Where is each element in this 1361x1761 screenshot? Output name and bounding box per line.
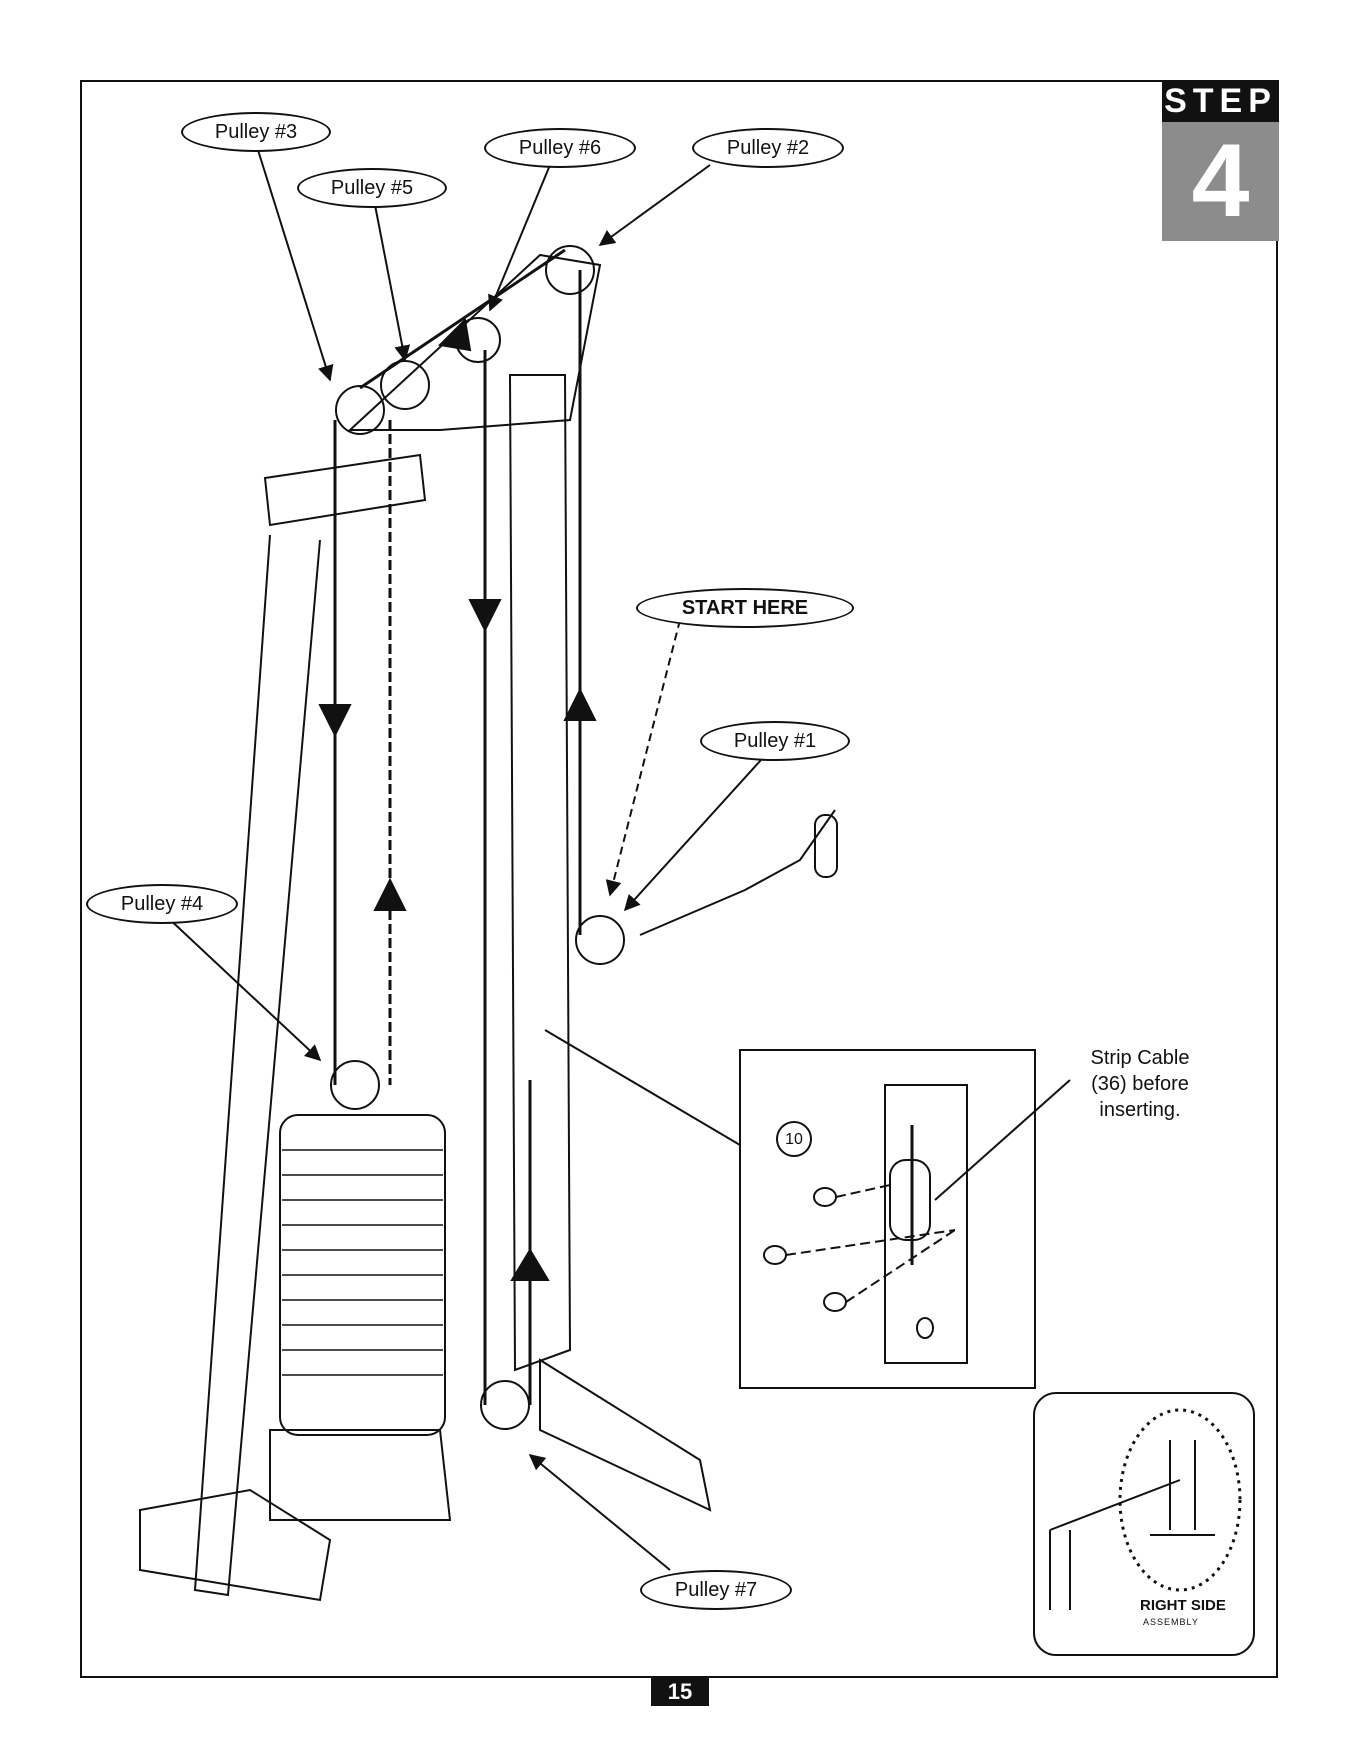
start-here-callout: START HERE [636, 588, 854, 628]
part-number-callout: 10 [776, 1121, 812, 1157]
pulley-5-callout: Pulley #5 [297, 168, 447, 208]
base-middle [270, 1430, 450, 1520]
pulley-4-callout: Pulley #4 [86, 884, 238, 924]
pulley-3 [336, 386, 384, 434]
page-number: 15 [651, 1678, 709, 1706]
handle-strap [640, 810, 835, 935]
strip-cable-note: Strip Cable (36) before inserting. [1060, 1045, 1220, 1123]
pulley-4 [331, 1061, 379, 1109]
thumbnail-subtitle: ASSEMBLY [1143, 1617, 1199, 1627]
main-upright [510, 375, 570, 1370]
thumbnail-title: RIGHT SIDE [1140, 1597, 1226, 1614]
pulley-2-callout: Pulley #2 [692, 128, 844, 168]
top-arm [350, 255, 600, 430]
detail-inset [740, 1050, 1035, 1388]
pulley-1 [576, 916, 624, 964]
pulley-3-callout: Pulley #3 [181, 112, 331, 152]
note-line-3: inserting. [1060, 1097, 1220, 1123]
note-line-1: Strip Cable [1060, 1045, 1220, 1071]
top-crossbar [265, 455, 425, 525]
pulley-7 [481, 1381, 529, 1429]
base-right [540, 1360, 710, 1510]
pulley-1-callout: Pulley #1 [700, 721, 850, 761]
pulley-7-callout: Pulley #7 [640, 1570, 792, 1610]
pulley-6-callout: Pulley #6 [484, 128, 636, 168]
pulley-2 [546, 246, 594, 294]
note-line-2: (36) before [1060, 1071, 1220, 1097]
